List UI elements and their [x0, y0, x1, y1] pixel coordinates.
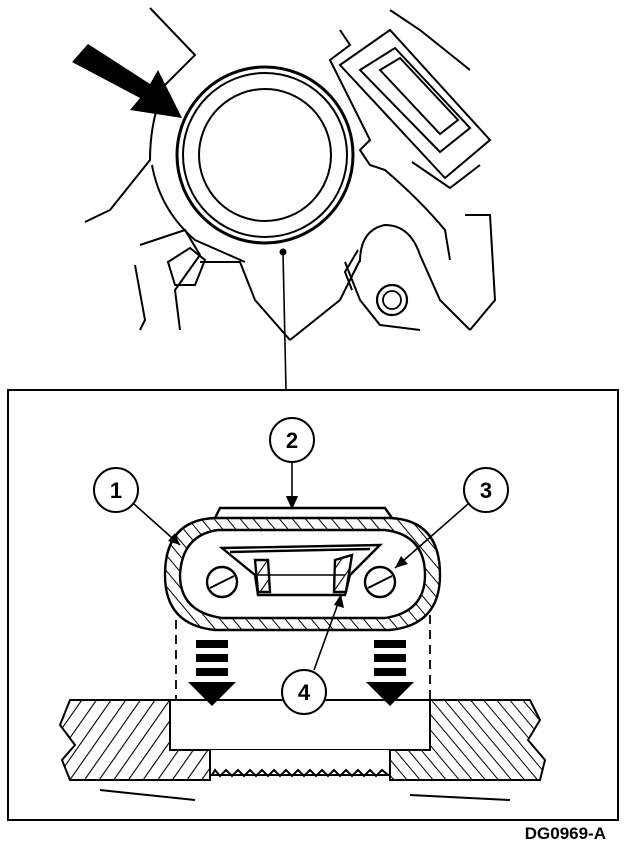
- mating-surface: [58, 699, 547, 801]
- gasket-part: [163, 506, 442, 632]
- pointer-arrow: [72, 44, 182, 118]
- callout-2-label: 2: [286, 428, 298, 453]
- seal-rings: [175, 65, 355, 245]
- figure-code: DG0969-A: [524, 824, 606, 843]
- callout-4-label: 4: [298, 680, 311, 705]
- callout-4: 4: [281, 594, 344, 715]
- callout-1-label: 1: [110, 478, 122, 503]
- press-arrows: [188, 640, 414, 706]
- callout-1: 1: [93, 467, 181, 546]
- detail-leader: [279, 248, 287, 391]
- detail-frame: [7, 389, 619, 821]
- callout-3-label: 3: [480, 478, 492, 503]
- engine-housing-view: [84, 7, 497, 341]
- callout-3: 3: [394, 467, 509, 569]
- callout-2: 2: [269, 417, 315, 510]
